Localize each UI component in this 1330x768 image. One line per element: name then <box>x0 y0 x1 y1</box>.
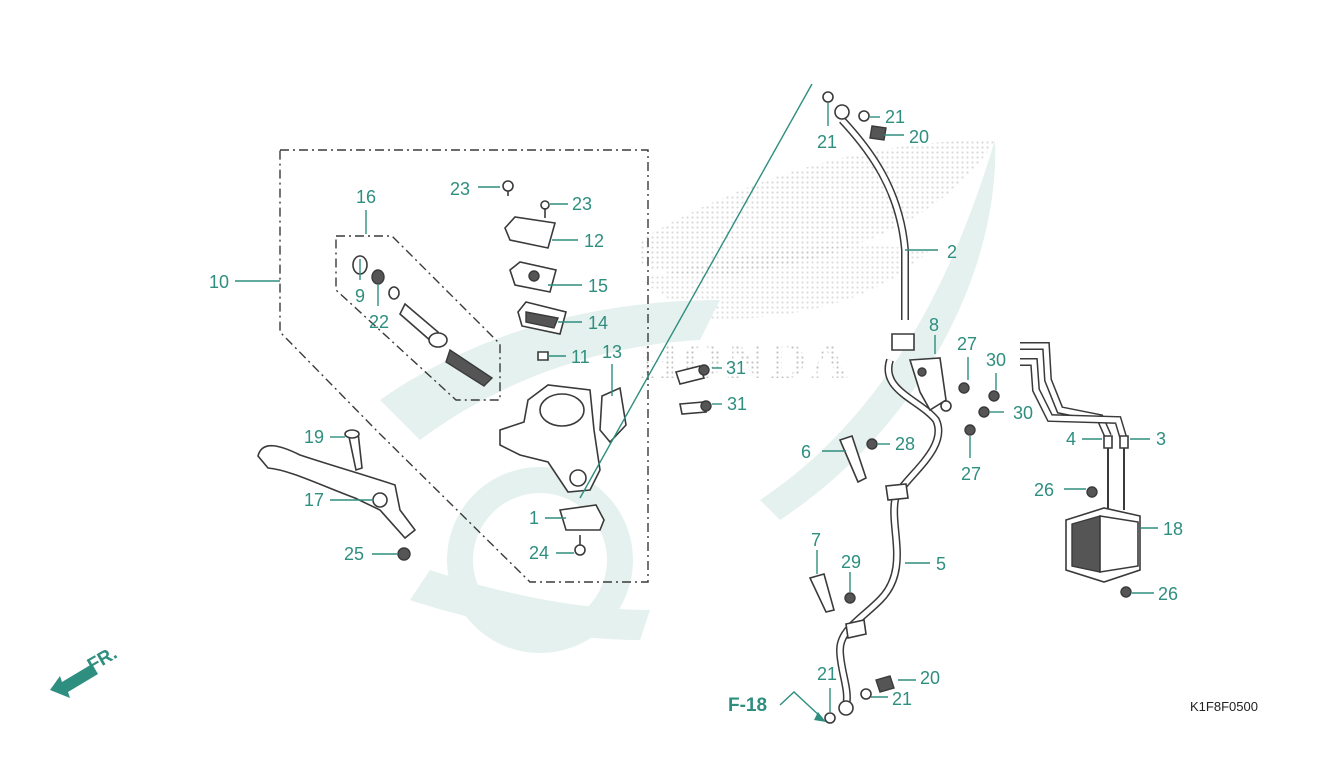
clamp-7 <box>808 550 856 613</box>
label-3[interactable]: 3 <box>1156 429 1166 449</box>
label-31a[interactable]: 31 <box>726 358 746 378</box>
label-8[interactable]: 8 <box>929 315 939 335</box>
label-29[interactable]: 29 <box>841 552 861 572</box>
brake-hose-2 <box>822 91 938 351</box>
piston-kit-outline-16 <box>335 210 501 401</box>
label-17[interactable]: 17 <box>304 490 324 510</box>
label-26b[interactable]: 26 <box>1158 584 1178 604</box>
label-10[interactable]: 10 <box>209 272 229 292</box>
f18-label[interactable]: F-18 <box>728 695 767 716</box>
label-18[interactable]: 18 <box>1163 519 1183 539</box>
label-4[interactable]: 4 <box>1066 429 1076 449</box>
leader-lines-left <box>330 186 613 555</box>
label-15[interactable]: 15 <box>588 276 608 296</box>
reservoir-cap-parts <box>502 180 567 361</box>
diagram-code: K1F8F0500 <box>1190 699 1258 714</box>
label-22[interactable]: 22 <box>369 312 389 332</box>
label-20b[interactable]: 20 <box>920 668 940 688</box>
label-14[interactable]: 14 <box>588 313 608 333</box>
brake-hose-5 <box>824 358 943 724</box>
front-direction-arrow: FR. <box>50 643 121 698</box>
label-9[interactable]: 9 <box>355 286 365 306</box>
label-23b[interactable]: 23 <box>572 194 592 214</box>
label-24[interactable]: 24 <box>529 543 549 563</box>
label-13[interactable]: 13 <box>602 342 622 362</box>
master-cylinder-body <box>499 384 627 556</box>
bracket-8-and-bolts <box>908 335 1004 458</box>
label-30b[interactable]: 30 <box>1013 403 1033 423</box>
label-28[interactable]: 28 <box>895 434 915 454</box>
label-23a[interactable]: 23 <box>450 179 470 199</box>
label-2[interactable]: 2 <box>947 242 957 262</box>
label-21b[interactable]: 21 <box>885 107 905 127</box>
label-27a[interactable]: 27 <box>957 334 977 354</box>
label-1[interactable]: 1 <box>529 508 539 528</box>
label-26a[interactable]: 26 <box>1034 480 1054 500</box>
label-7[interactable]: 7 <box>811 530 821 550</box>
f18-reference: F-18 <box>728 691 826 722</box>
label-31b[interactable]: 31 <box>727 394 747 414</box>
label-11[interactable]: 11 <box>571 347 590 367</box>
connector-line <box>579 83 813 499</box>
brake-lever <box>257 429 417 561</box>
part-labels: 10 16 9 22 23 23 12 15 14 11 13 1 24 19 … <box>209 107 1183 709</box>
brake-pipes-3-4 <box>1020 342 1150 510</box>
label-20a[interactable]: 20 <box>909 127 929 147</box>
label-12[interactable]: 12 <box>584 231 604 251</box>
bolts-31 <box>674 364 722 415</box>
honda-wing-watermark: HONDA <box>380 140 996 653</box>
label-30a[interactable]: 30 <box>986 350 1006 370</box>
label-6[interactable]: 6 <box>801 442 811 462</box>
label-25[interactable]: 25 <box>344 544 364 564</box>
label-21c[interactable]: 21 <box>817 664 837 684</box>
assembly-outline-10 <box>235 149 649 583</box>
label-27b[interactable]: 27 <box>961 464 981 484</box>
label-19[interactable]: 19 <box>304 427 324 447</box>
label-21a[interactable]: 21 <box>817 132 837 152</box>
clamp-6 <box>822 434 890 484</box>
piston-kit-parts <box>352 255 494 387</box>
honda-watermark-text: HONDA <box>638 333 852 390</box>
label-21d[interactable]: 21 <box>892 689 912 709</box>
label-5[interactable]: 5 <box>936 554 946 574</box>
label-16[interactable]: 16 <box>356 187 376 207</box>
abs-modulator-18 <box>1064 486 1158 598</box>
